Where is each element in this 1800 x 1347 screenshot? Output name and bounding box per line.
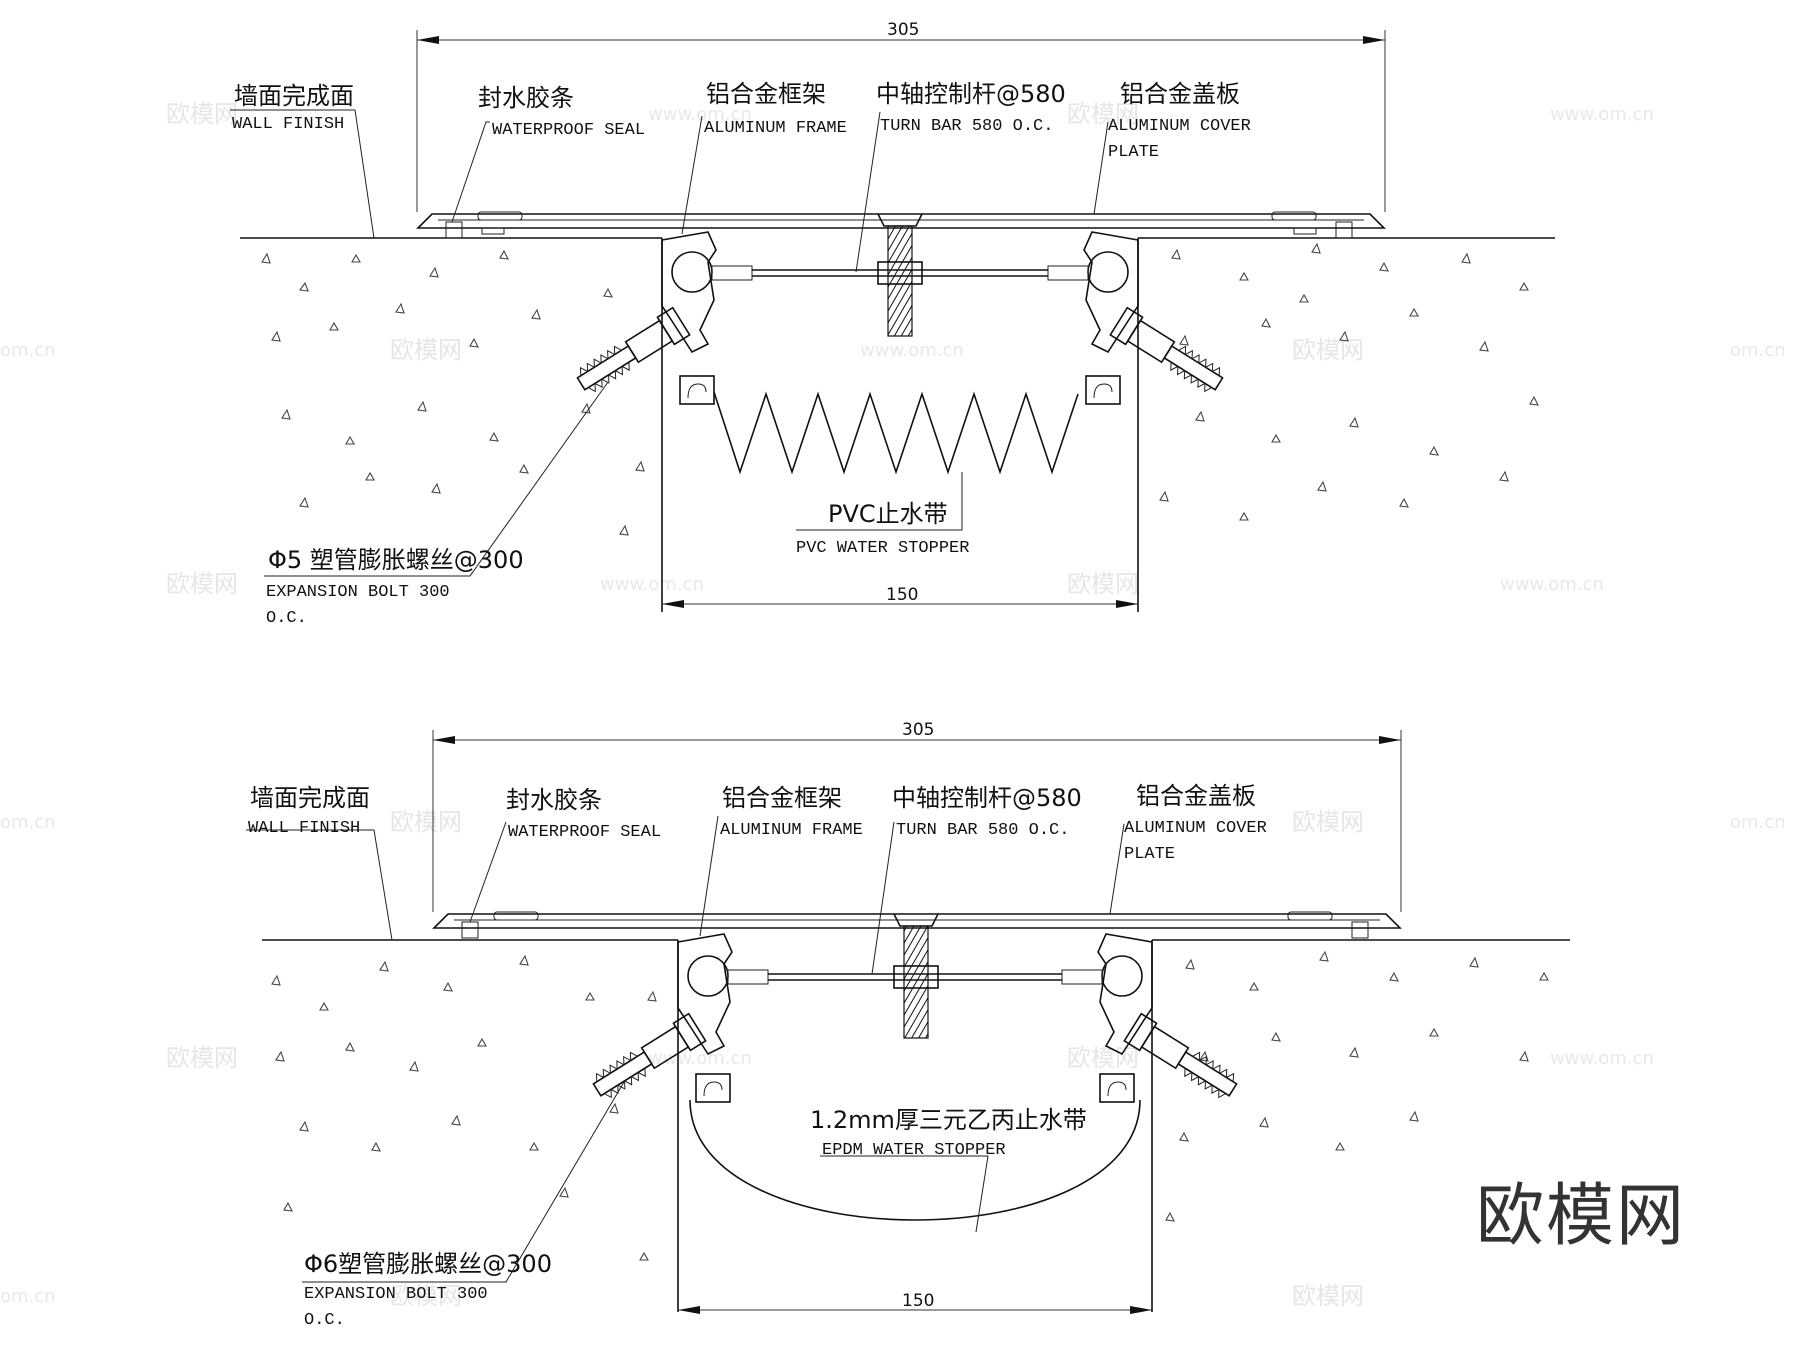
wall-finish-label-zh: 墙面完成面 xyxy=(234,82,354,110)
waterproof-seal-left xyxy=(445,221,463,239)
watermark: www.om.cn xyxy=(1550,1048,1654,1069)
turn-bar-label-zh: 中轴控制杆@580 xyxy=(876,80,1066,108)
wall-finish-label-en: WALL FINISH xyxy=(248,819,360,838)
cover-plate-label-en-2: PLATE xyxy=(1108,143,1159,162)
turn-bar-threaded-stud xyxy=(887,225,913,337)
waterproof-seal-right xyxy=(1335,221,1353,239)
watermark: 欧模网 xyxy=(166,1044,238,1072)
cover-plate-label-en: ALUMINUM COVER xyxy=(1108,117,1251,136)
turn-bar-label-zh: 中轴控制杆@580 xyxy=(892,784,1082,812)
watermark: www.om.cn xyxy=(648,104,752,125)
pvc-water-stopper xyxy=(713,391,1079,475)
waterproof-seal-label-en: WATERPROOF SEAL xyxy=(508,823,661,842)
aluminum-frame xyxy=(661,225,1139,354)
watermark: 欧模网 xyxy=(1292,336,1364,364)
watermark: om.cn xyxy=(0,340,56,361)
watermark: 欧模网 xyxy=(1067,1044,1139,1072)
watermark: 欧模网 xyxy=(166,570,238,598)
epdm-water-stopper xyxy=(689,1099,1141,1221)
watermark: 欧模网 xyxy=(1292,808,1364,836)
dimension-bottom: 150 xyxy=(662,585,1138,608)
turn-bar-label-en: TURN BAR 580 O.C. xyxy=(896,821,1069,840)
section-detail-epdm: 305 xyxy=(246,720,1570,1330)
expansion-bolt xyxy=(592,1012,1238,1103)
waterproof-seal-right xyxy=(1351,921,1369,939)
leader-lines xyxy=(230,109,1109,577)
bolt-label-en: EXPANSION BOLT 300 xyxy=(266,583,450,602)
watermark: om.cn xyxy=(0,812,56,833)
watermark: 欧模网 xyxy=(390,808,462,836)
waterproof-seal-label-zh: 封水胶条 xyxy=(506,786,602,814)
cover-plate-label-zh: 铝合金盖板 xyxy=(1120,80,1240,108)
bolt-label-zh: Φ6塑管膨胀螺丝@300 xyxy=(304,1250,552,1278)
watermark: 欧模网 xyxy=(1067,570,1139,598)
watermark: www.om.cn xyxy=(648,1048,752,1069)
watermark: om.cn xyxy=(1730,812,1786,833)
stopper-label-en: EPDM WATER STOPPER xyxy=(822,1141,1006,1160)
waterproof-seal-left xyxy=(461,921,479,939)
turn-bar-threaded-stud xyxy=(903,925,929,1039)
bolt-label-zh: Φ5 塑管膨胀螺丝@300 xyxy=(268,546,524,574)
turn-bar-label-en: TURN BAR 580 O.C. xyxy=(880,117,1053,136)
watermark: 欧模网 xyxy=(166,100,238,128)
stopper-label-en: PVC WATER STOPPER xyxy=(796,539,969,558)
aluminum-frame-label-zh: 铝合金框架 xyxy=(706,80,826,108)
dimension-bottom: 150 xyxy=(678,1291,1152,1314)
watermark: www.om.cn xyxy=(600,574,704,595)
watermark: 欧模网 xyxy=(390,1282,462,1310)
bolt-label-en-2: O.C. xyxy=(266,609,307,628)
watermark: www.om.cn xyxy=(860,340,964,361)
watermark: 欧模网 xyxy=(1292,1282,1364,1310)
stopper-label-zh: PVC止水带 xyxy=(828,500,948,528)
aluminum-cover-plate xyxy=(432,911,1402,939)
watermark-layer: 欧模网 www.om.cn 欧模网 www.om.cn om.cn 欧模网 ww… xyxy=(0,100,1786,1310)
aluminum-frame-label-zh: 铝合金框架 xyxy=(722,784,842,812)
dimension-bottom-value: 150 xyxy=(902,1291,934,1311)
expansion-bolt xyxy=(576,306,1224,405)
brand-logo-text: 欧模网 xyxy=(1476,1177,1687,1256)
stopper-label-zh: 1.2mm厚三元乙丙止水带 xyxy=(810,1106,1087,1134)
dimension-top-value: 305 xyxy=(887,20,919,40)
dimension-top-value: 305 xyxy=(902,720,934,740)
waterproof-seal-label-zh: 封水胶条 xyxy=(478,84,574,112)
waterproof-seal-label-en: WATERPROOF SEAL xyxy=(492,121,645,140)
aluminum-cover-plate xyxy=(416,211,1386,239)
labels: 墙面完成面 WALL FINISH 封水胶条 WATERPROOF SEAL 铝… xyxy=(248,782,1267,1330)
watermark: om.cn xyxy=(0,1286,56,1307)
watermark: www.om.cn xyxy=(1550,104,1654,125)
wall-finish-label-zh: 墙面完成面 xyxy=(250,784,370,812)
dimension-top: 305 xyxy=(432,720,1402,912)
watermark: www.om.cn xyxy=(1500,574,1604,595)
section-detail-pvc: 305 xyxy=(230,20,1555,628)
cover-plate-label-en-2: PLATE xyxy=(1124,845,1175,864)
watermark: om.cn xyxy=(1730,340,1786,361)
labels: 墙面完成面 WALL FINISH 封水胶条 WATERPROOF SEAL 铝… xyxy=(232,80,1251,628)
dimension-bottom-value: 150 xyxy=(886,585,918,605)
dimension-top: 305 xyxy=(416,20,1386,212)
leader-lines xyxy=(246,815,1125,1283)
aluminum-frame-label-en: ALUMINUM FRAME xyxy=(720,821,863,840)
cover-plate-label-zh: 铝合金盖板 xyxy=(1136,782,1256,810)
bolt-label-en-2: O.C. xyxy=(304,1311,345,1330)
aluminum-frame-label-en: ALUMINUM FRAME xyxy=(704,119,847,138)
watermark: 欧模网 xyxy=(390,336,462,364)
bolt-label-en: EXPANSION BOLT 300 xyxy=(304,1285,488,1304)
watermark: 欧模网 xyxy=(1067,100,1139,128)
wall-finish-label-en: WALL FINISH xyxy=(232,115,344,134)
cover-plate-label-en: ALUMINUM COVER xyxy=(1124,819,1267,838)
aluminum-frame xyxy=(677,925,1153,1056)
